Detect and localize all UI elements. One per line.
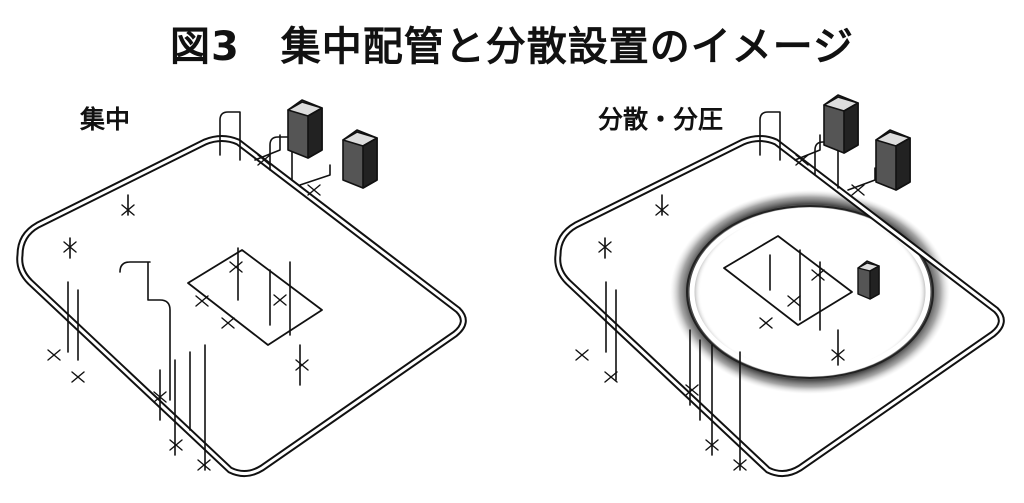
equipment-unit <box>875 129 911 191</box>
branch-header <box>723 235 853 326</box>
equipment-unit <box>823 94 859 154</box>
highlight-halo <box>670 190 950 394</box>
riser-pipe <box>759 111 821 161</box>
branch-header <box>187 249 323 346</box>
valve-symbol <box>575 154 865 471</box>
equipment-unit <box>342 129 378 189</box>
centralized-diagram <box>16 99 467 477</box>
local-equipment-unit <box>857 260 880 300</box>
panel-label-distributed: 分散・分圧 <box>598 105 724 134</box>
distributed-diagram <box>554 94 1005 477</box>
branch-pipe <box>67 194 129 361</box>
equipment-unit <box>287 99 323 159</box>
riser-pipe <box>219 111 281 161</box>
valve-symbol <box>47 154 321 471</box>
figure-title: 図3 集中配管と分散設置のイメージ <box>169 24 855 70</box>
panel-label-centralized: 集中 <box>80 105 131 134</box>
highlight-ring <box>689 207 931 377</box>
branch-pipe <box>604 194 663 381</box>
main-loop-pipe <box>16 135 467 477</box>
